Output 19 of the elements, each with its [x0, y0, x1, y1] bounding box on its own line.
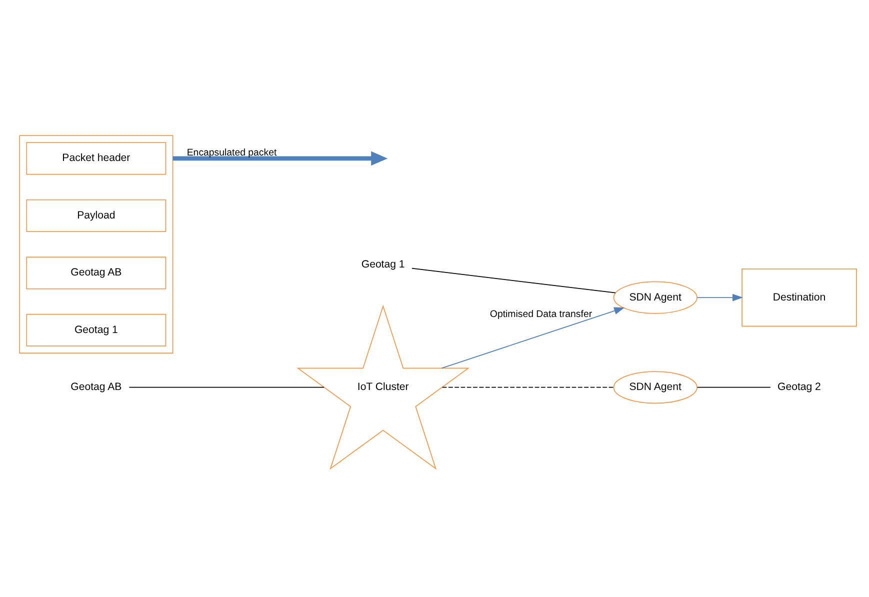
connector [128, 386, 324, 388]
connector [696, 386, 771, 388]
node-text: Geotag AB [70, 381, 122, 394]
cluster [19, 135, 174, 354]
arrow [172, 151, 388, 166]
edge-label: Optimised Data transfer [490, 308, 592, 320]
connector [411, 268, 616, 294]
arrow [696, 294, 744, 302]
node-box: Packet header [26, 142, 166, 175]
arrow [441, 307, 625, 369]
node-box: Payload [26, 199, 166, 232]
node-box: Geotag 1 [26, 314, 166, 346]
node-box: Geotag AB [26, 256, 166, 290]
node-ellipse: SDN Agent [613, 371, 698, 404]
node-text: Geotag 2 [778, 381, 821, 394]
node-box: Destination [742, 268, 857, 327]
edge-label: Encapsulated packet [186, 148, 277, 159]
connector [442, 386, 614, 388]
node-text: Geotag 1 [361, 258, 405, 271]
